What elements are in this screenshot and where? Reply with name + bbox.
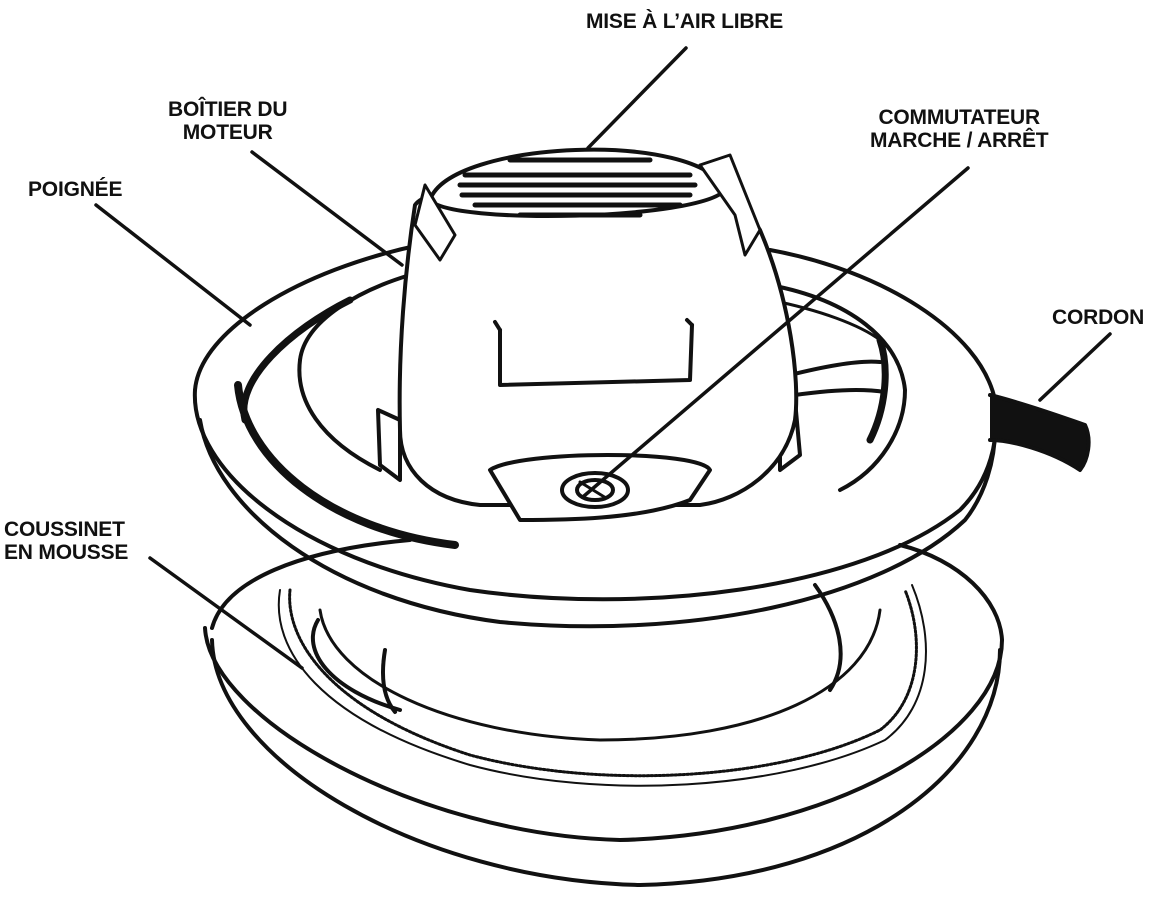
label-foam-pad-line1: COUSSINET bbox=[4, 518, 125, 541]
leader-housing bbox=[250, 150, 404, 267]
label-foam-pad-line2: EN MOUSSE bbox=[4, 541, 129, 564]
label-cord-text: CORDON bbox=[1052, 306, 1145, 329]
on-off-switch bbox=[560, 471, 630, 509]
label-air-vent: MISE À L’AIR LIBRE bbox=[586, 10, 783, 33]
label-air-vent-text: MISE À L’AIR LIBRE bbox=[586, 10, 784, 33]
label-handle-text: POIGNÉE bbox=[28, 178, 123, 201]
air-vents bbox=[457, 157, 698, 218]
leader-vent bbox=[586, 46, 688, 150]
motor-housing bbox=[376, 147, 802, 522]
power-cord bbox=[788, 359, 1091, 472]
label-motor-housing-line1: BOÎTIER DU bbox=[168, 98, 288, 121]
label-on-off-switch-line2: MARCHE / ARRÊT bbox=[870, 129, 1049, 152]
foam-pad bbox=[203, 538, 1004, 887]
handle-ring bbox=[192, 243, 999, 629]
leader-pad bbox=[148, 556, 304, 670]
label-motor-housing-line2: MOTEUR bbox=[182, 121, 273, 144]
leader-lines bbox=[94, 46, 1112, 670]
leader-switch bbox=[582, 166, 970, 498]
label-motor-housing: BOÎTIER DU MOTEUR bbox=[168, 98, 288, 144]
label-handle: POIGNÉE bbox=[28, 178, 122, 201]
leader-handle bbox=[94, 203, 252, 327]
label-cord: CORDON bbox=[1052, 306, 1144, 329]
label-foam-pad: COUSSINET EN MOUSSE bbox=[4, 518, 128, 564]
label-on-off-switch: COMMUTATEUR MARCHE / ARRÊT bbox=[870, 106, 1049, 152]
label-on-off-switch-line1: COMMUTATEUR bbox=[878, 106, 1040, 129]
leader-cord bbox=[1038, 332, 1112, 402]
